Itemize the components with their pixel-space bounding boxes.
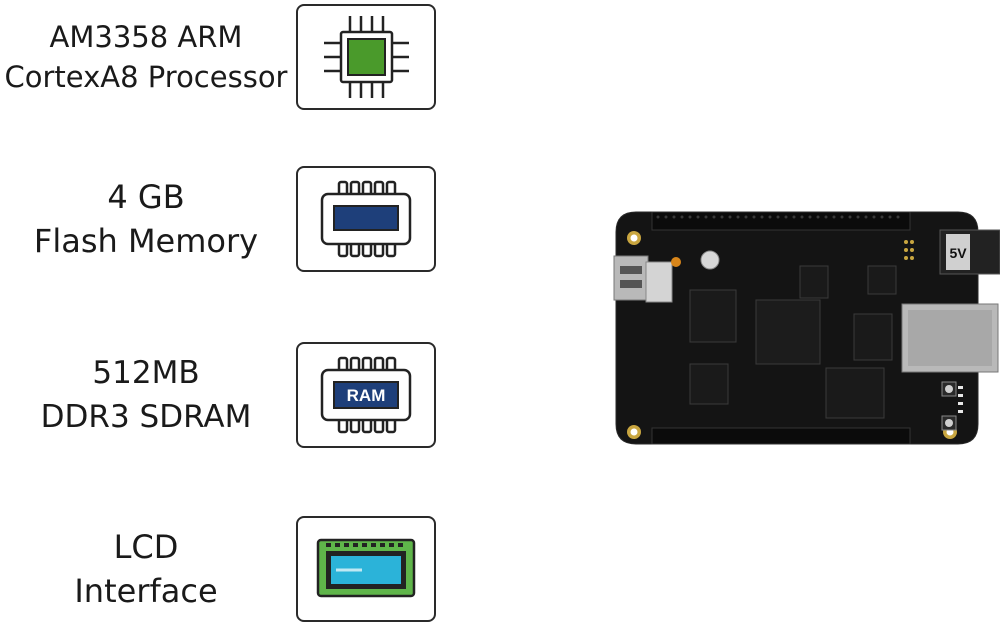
feature-lcd: LCD Interface xyxy=(0,514,440,624)
ram-icon-text: RAM xyxy=(347,386,386,405)
feature-lcd-label: LCD Interface xyxy=(0,514,292,624)
processor-chip-icon xyxy=(324,16,409,98)
flash-memory-icon xyxy=(320,180,412,258)
feature-flash-line-2: Flash Memory xyxy=(33,222,259,260)
feature-processor-line-2: CortexA8 Processor xyxy=(4,60,288,94)
single-board-computer-image: 5V xyxy=(613,211,1000,445)
ram-icon: RAM xyxy=(320,356,412,434)
feature-ram-line-2: DDR3 SDRAM xyxy=(40,399,252,435)
feature-processor: AM3358 ARM CortexA8 Processor xyxy=(0,2,440,112)
flash-memory-icon-box xyxy=(296,166,436,272)
lcd-display-icon xyxy=(316,538,416,598)
feature-ram: 512MB DDR3 SDRAM RAM xyxy=(0,340,440,450)
lcd-icon-box xyxy=(296,516,436,622)
svg-text:5V: 5V xyxy=(949,245,967,261)
feature-ram-line-1: 512MB xyxy=(92,355,200,391)
feature-flash-memory: 4 GB Flash Memory xyxy=(0,164,440,274)
ram-icon-box: RAM xyxy=(296,342,436,448)
feature-lcd-line-2: Interface xyxy=(74,572,218,610)
processor-icon-box xyxy=(296,4,436,110)
feature-lcd-line-1: LCD xyxy=(113,528,179,566)
board-illustration: 5V xyxy=(606,206,1000,450)
feature-processor-line-1: AM3358 ARM xyxy=(49,20,243,54)
feature-processor-label: AM3358 ARM CortexA8 Processor xyxy=(0,2,292,112)
feature-flash-label: 4 GB Flash Memory xyxy=(0,164,292,274)
feature-ram-label: 512MB DDR3 SDRAM xyxy=(0,340,292,450)
feature-flash-line-1: 4 GB xyxy=(107,178,185,216)
